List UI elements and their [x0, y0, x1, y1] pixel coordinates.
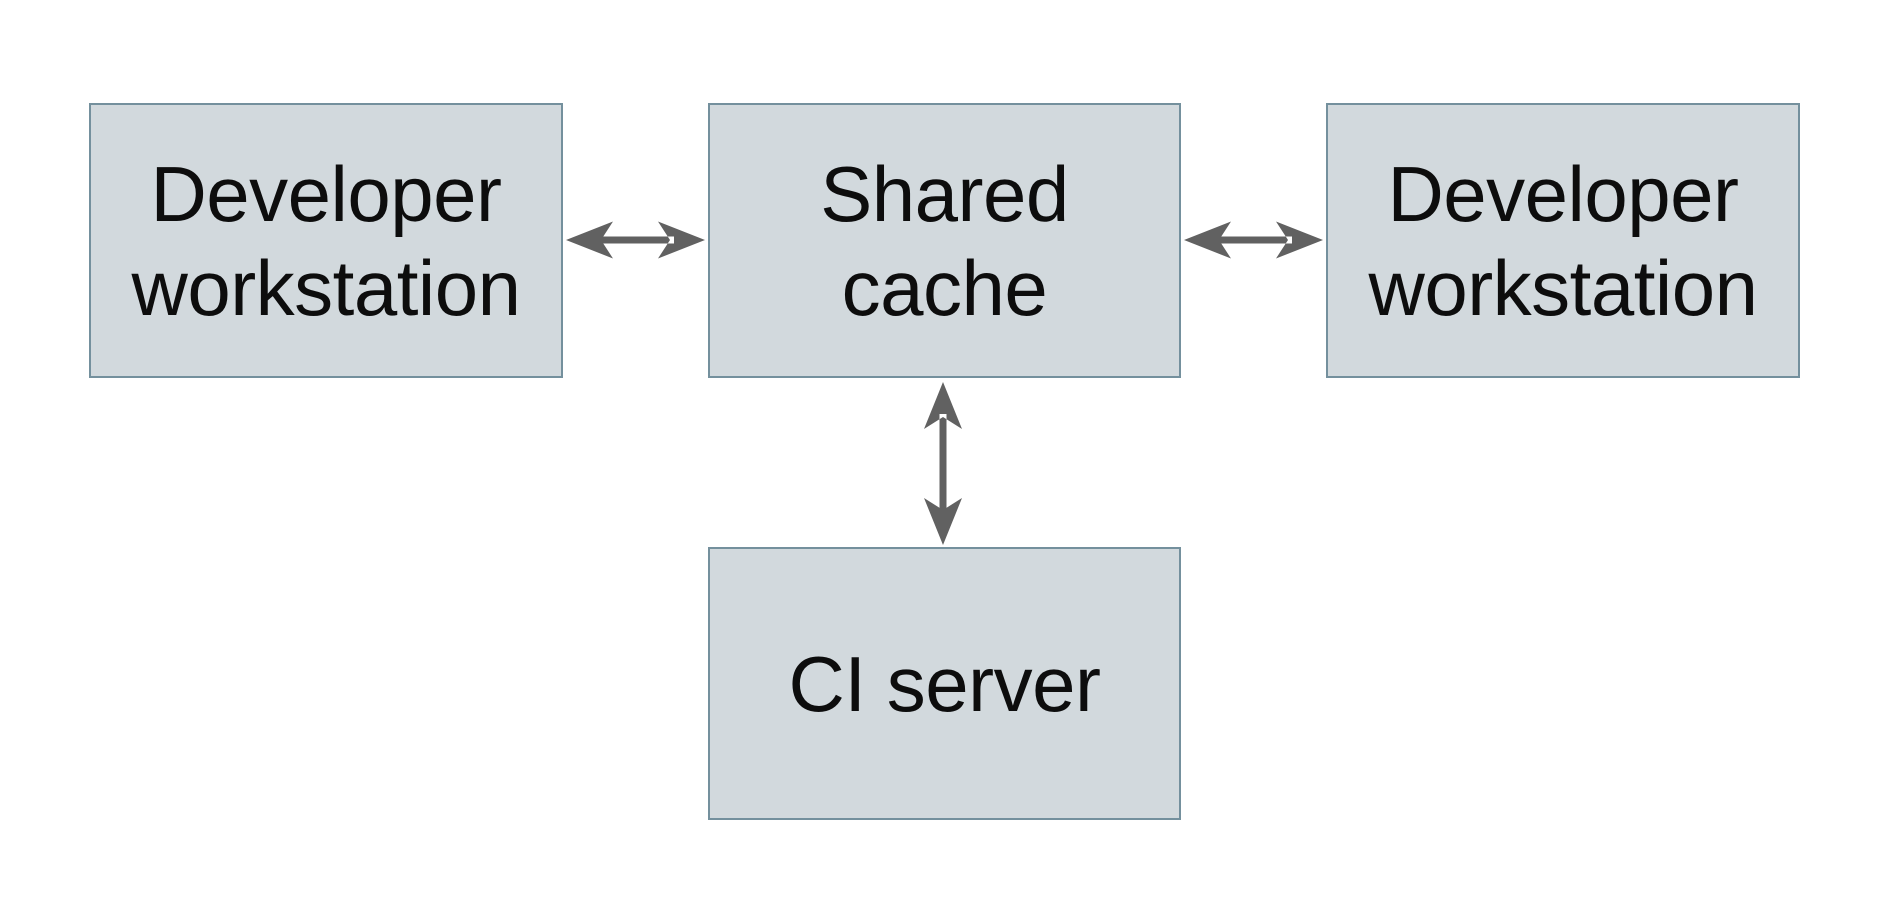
node-label: Developer workstation	[131, 149, 522, 332]
node-developer-workstation-left: Developer workstation	[89, 103, 563, 378]
node-shared-cache: Shared cache	[708, 103, 1181, 378]
bidirectional-arrow-icon	[924, 382, 962, 545]
node-developer-workstation-right: Developer workstation	[1326, 103, 1800, 378]
node-label: Shared cache	[820, 149, 1069, 332]
node-label: Developer workstation	[1368, 149, 1759, 332]
bidirectional-arrow-icon	[1184, 221, 1323, 259]
node-ci-server: CI server	[708, 547, 1181, 820]
bidirectional-arrow-icon	[566, 221, 705, 259]
node-label: CI server	[788, 639, 1101, 728]
